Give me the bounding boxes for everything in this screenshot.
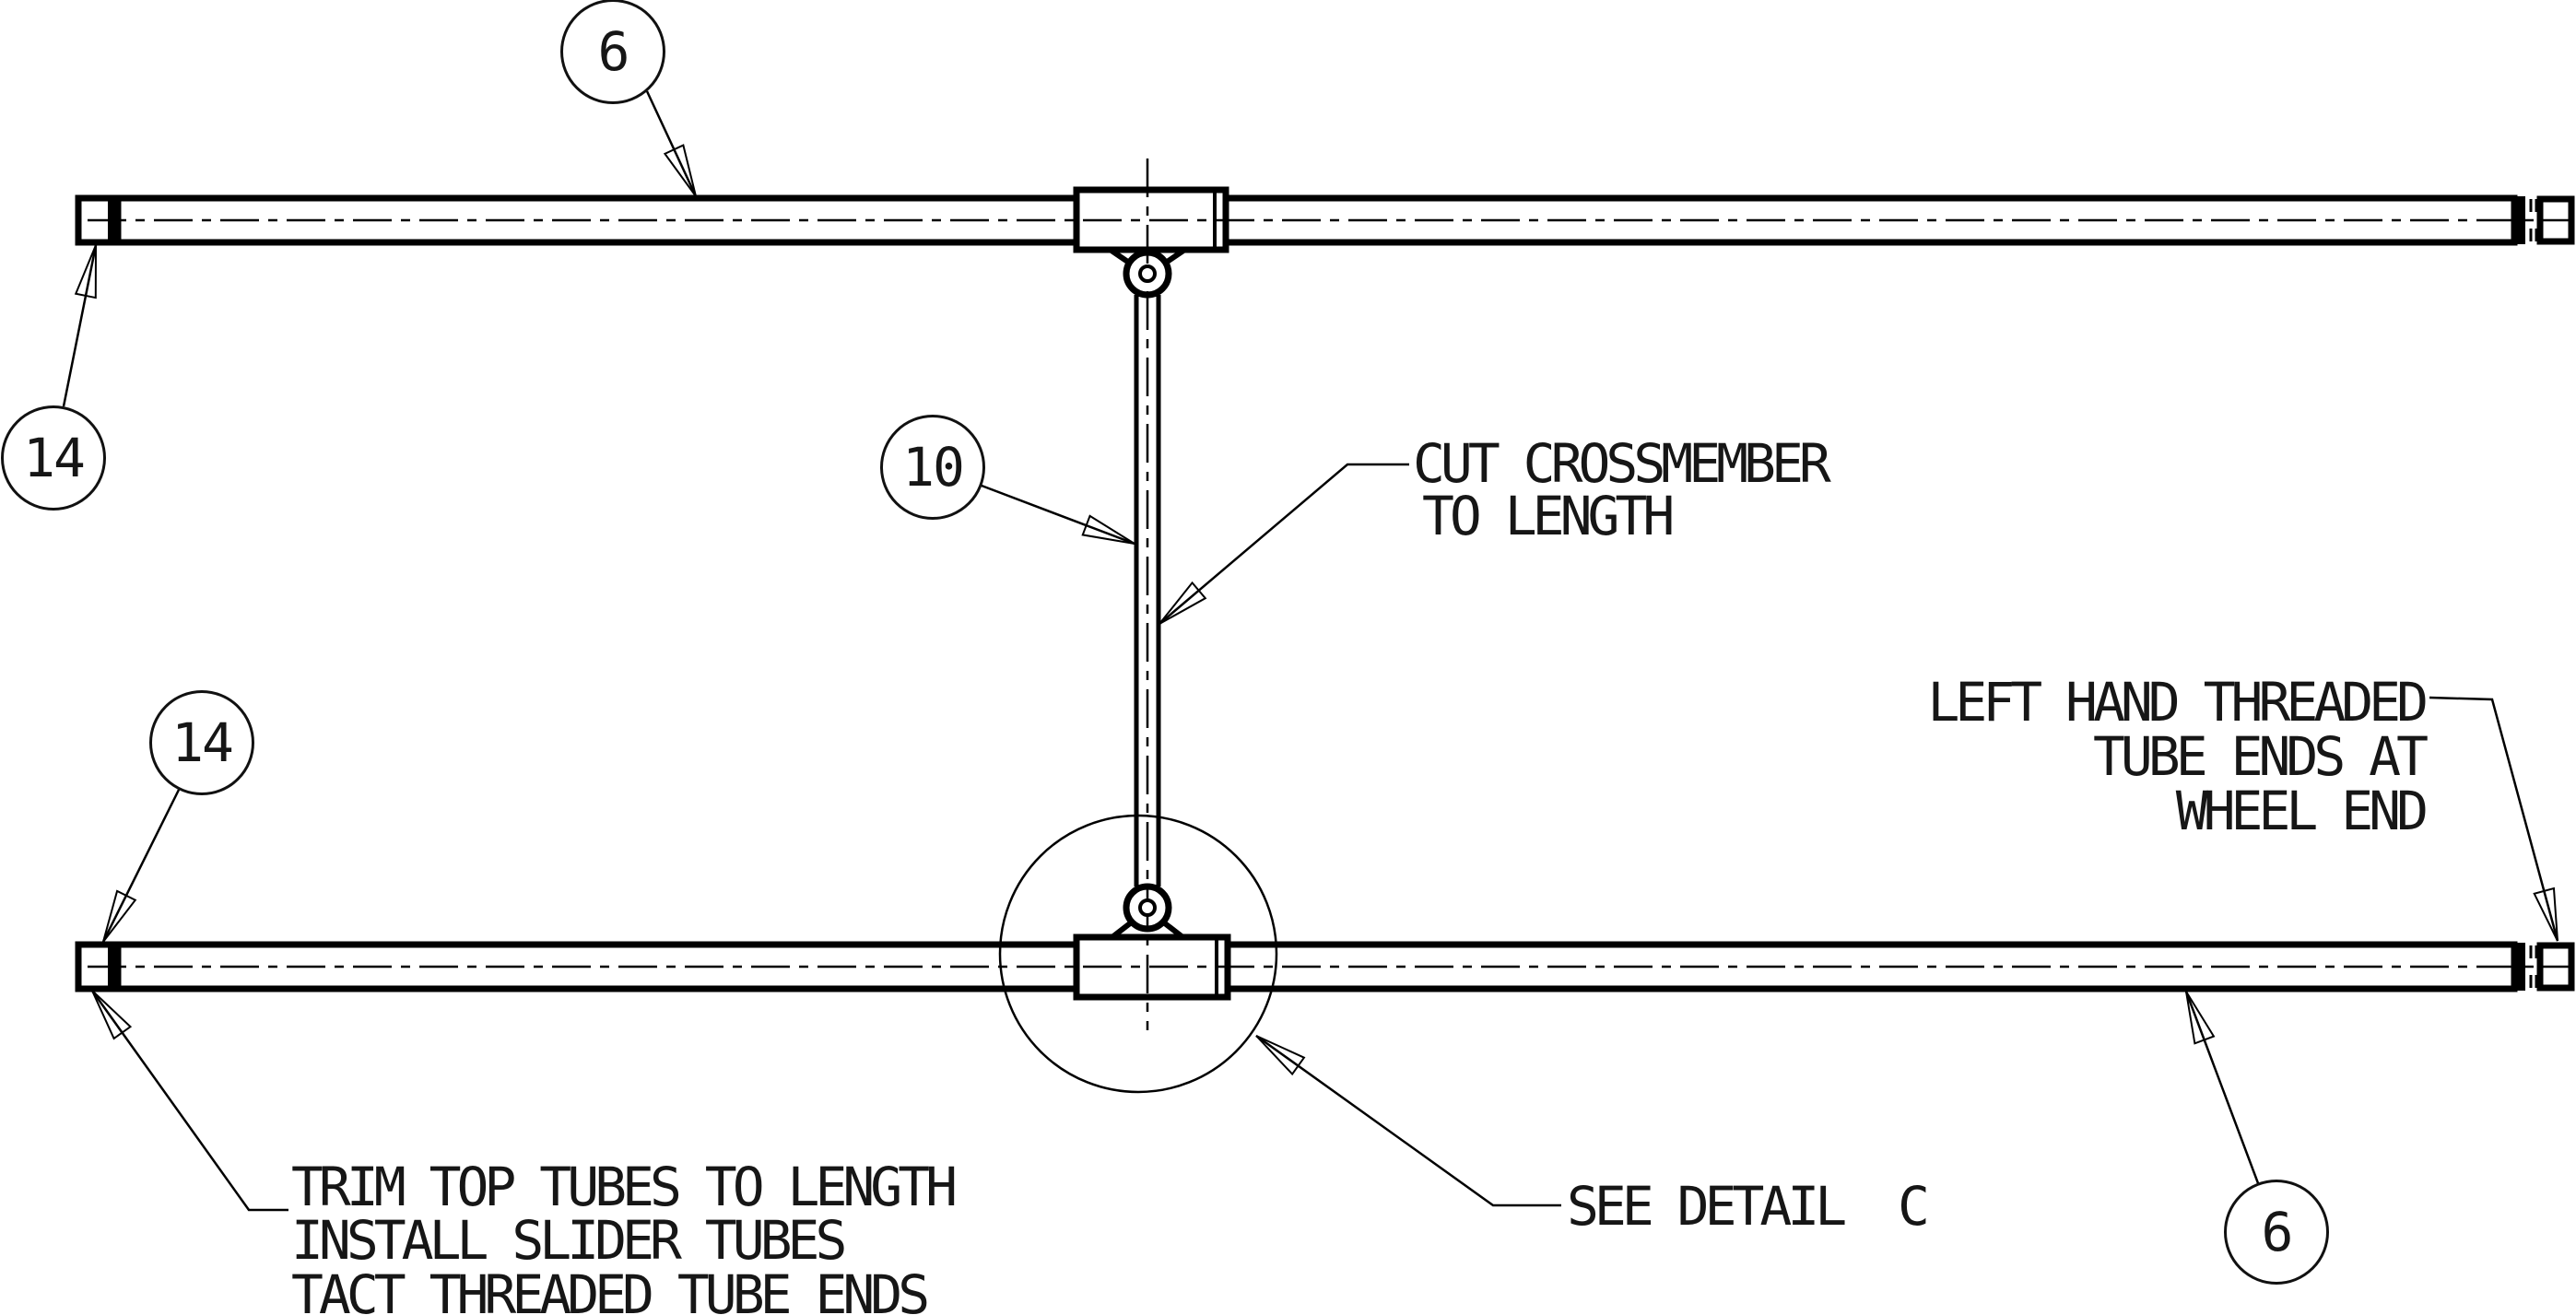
leader-line xyxy=(2429,696,2559,942)
balloon-10-label: 10 xyxy=(902,436,965,499)
leader-line xyxy=(1159,463,1409,625)
leader-arrowhead xyxy=(663,144,697,197)
leader-arrowhead xyxy=(91,990,133,1040)
note-left-hand-threaded-line2: TUBE ENDS AT xyxy=(2092,725,2429,788)
leader-line xyxy=(62,244,98,407)
balloon-14-top-left-label: 14 xyxy=(23,427,86,489)
leader-arrowhead xyxy=(1081,514,1135,545)
note-left-hand-threaded-line1: LEFT HAND THREADED xyxy=(1927,671,2429,734)
leader-line xyxy=(1255,1034,1561,1207)
leader-arrowhead xyxy=(74,244,97,299)
leader-line xyxy=(645,90,698,197)
leader-line xyxy=(2184,991,2260,1184)
balloon-10-crossmember: 10 xyxy=(880,415,985,520)
balloon-6-top: 6 xyxy=(560,0,665,104)
note-cut-crossmember-line1: CUT CROSSMEMBER xyxy=(1413,432,1831,495)
leader-lines xyxy=(62,90,2559,1212)
balloon-6-top-label: 6 xyxy=(597,20,630,83)
note-trim-top-tubes-line1: TRIM TOP TUBES TO LENGTH xyxy=(291,1156,958,1218)
detail-c-circle xyxy=(998,814,1278,1094)
balloon-6-bottom-label: 6 xyxy=(2261,1201,2294,1263)
note-trim-top-tubes-line2: INSTALL SLIDER TUBES xyxy=(291,1209,847,1272)
note-trim-top-tubes-line3: TACT THREADED TUBE ENDS xyxy=(291,1263,930,1315)
bottom-clevis-joint xyxy=(1112,883,1183,939)
balloon-14-top-left: 14 xyxy=(1,405,106,511)
leader-line xyxy=(981,484,1135,546)
leader-arrowhead xyxy=(2533,886,2558,942)
leader-arrowhead xyxy=(102,889,137,943)
note-cut-crossmember-line2: TO LENGTH xyxy=(1422,485,1675,547)
top-clevis-joint xyxy=(1110,248,1185,299)
balloon-6-bottom: 6 xyxy=(2224,1180,2329,1285)
leader-line xyxy=(90,990,288,1212)
note-left-hand-threaded-line3: WHEEL END xyxy=(2175,780,2429,842)
note-see-detail-c: SEE DETAIL C xyxy=(1567,1175,1930,1238)
leader-arrowhead xyxy=(2185,991,2216,1045)
balloon-14-bottom-left: 14 xyxy=(149,690,254,795)
leader-line xyxy=(101,789,181,943)
centerlines xyxy=(88,159,2570,1030)
balloon-14-bottom-left-label: 14 xyxy=(171,711,234,774)
leader-arrowhead xyxy=(1255,1035,1306,1076)
leader-arrowhead xyxy=(1159,581,1207,625)
